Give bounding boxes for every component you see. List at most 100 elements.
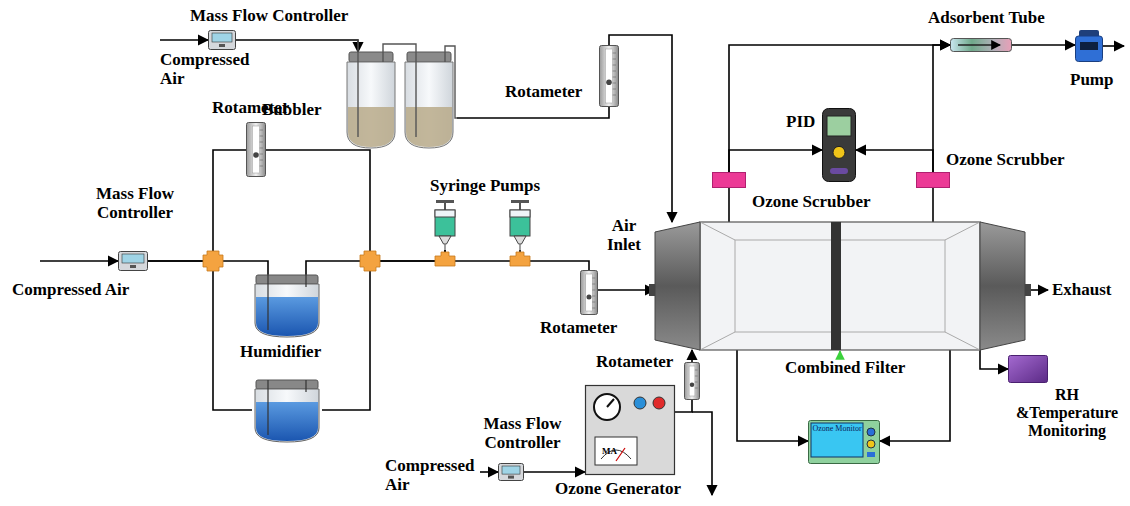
drawing-part xyxy=(833,146,845,158)
drawing-part xyxy=(689,366,695,396)
drawing-part xyxy=(616,448,625,461)
rh-icon xyxy=(1008,355,1048,383)
drawing-part xyxy=(260,142,263,143)
label-text: Rotameter xyxy=(596,352,673,371)
mass-flow-controller: Mass Flow Controller xyxy=(208,30,236,50)
drawing-part xyxy=(406,107,452,147)
label-text: Ozone Scrubber xyxy=(946,150,1065,169)
fittings xyxy=(203,251,530,271)
drawing-part xyxy=(713,173,746,188)
rotameter: Rotameter xyxy=(599,45,619,107)
syringe-pumps: Syringe Pumps xyxy=(430,200,540,250)
humidifier-bypass-line xyxy=(213,261,252,410)
rota-icon xyxy=(684,362,700,400)
mass-flow-controller: Mass Flow Controller xyxy=(118,251,148,271)
drawing-part xyxy=(435,210,455,217)
flow-line xyxy=(1012,44,1075,46)
drawing-part xyxy=(613,77,616,78)
cross-fitting xyxy=(360,251,380,271)
syr-icon xyxy=(430,200,540,250)
drawing-part xyxy=(600,46,619,107)
drawing-part xyxy=(655,222,700,350)
label-text: Mass Flow Controller xyxy=(190,6,348,25)
drawing-part xyxy=(260,160,263,161)
drawing-part xyxy=(595,437,637,465)
drawing-part xyxy=(405,62,453,148)
drawing-part xyxy=(823,109,856,182)
drawing-part xyxy=(613,65,616,66)
flow-line xyxy=(236,40,358,52)
drawing-part xyxy=(830,168,848,174)
drawing-part xyxy=(519,203,521,210)
flow-line xyxy=(980,350,1008,369)
drawing-part xyxy=(592,284,595,285)
drawing-part xyxy=(613,59,616,60)
label-text: Mass Flow Controller xyxy=(70,184,200,222)
drawing-part xyxy=(444,203,446,210)
drawing-part xyxy=(695,376,698,377)
bubbler-icon xyxy=(345,52,457,150)
label-text: Compressed Air xyxy=(12,280,129,299)
air-feed-arrow xyxy=(480,471,498,473)
label-text: Air Inlet xyxy=(603,216,645,254)
tee-fitting xyxy=(435,252,455,266)
label-text: Pump xyxy=(1070,70,1113,89)
drawing-part xyxy=(613,89,616,90)
drawing-part xyxy=(594,394,620,420)
pid-icon xyxy=(822,108,856,182)
flow-line xyxy=(524,471,585,473)
ozone-monitor: Ozone Monitor xyxy=(808,420,880,464)
connectors xyxy=(148,35,1075,472)
drawing-part xyxy=(695,382,698,383)
label-text: Compressed Air xyxy=(160,50,255,88)
flow-line xyxy=(266,150,445,261)
ozone-vent-arrow xyxy=(692,412,712,495)
pump-icon xyxy=(1075,30,1103,62)
drawing-part xyxy=(809,421,880,464)
drawing-part xyxy=(592,278,595,279)
layout-lines xyxy=(40,40,1124,495)
ozgen-icon xyxy=(585,385,675,475)
test-chamber: Combined Filter xyxy=(655,222,1025,350)
drawing-part xyxy=(502,466,520,474)
label-text: Humidifier xyxy=(240,342,321,361)
rota-icon xyxy=(580,270,598,315)
label-text: Ozone Monitor xyxy=(812,425,862,434)
label-text: Rotameter xyxy=(540,318,617,337)
drawing-part xyxy=(592,290,595,291)
flow-line xyxy=(675,400,692,412)
drawing-part xyxy=(256,297,318,336)
drawing-part xyxy=(634,397,646,409)
drawing-part xyxy=(510,210,530,236)
syringe-line xyxy=(445,260,520,262)
drawing-part xyxy=(917,173,950,188)
rotameter: Rotameter xyxy=(580,270,598,315)
tee-fitting xyxy=(510,252,530,266)
filter-leader xyxy=(839,351,841,357)
drawing-part xyxy=(348,107,394,147)
drawing-part xyxy=(305,275,306,287)
label-text: Ozone Scrubber xyxy=(752,192,871,211)
drawing-part xyxy=(613,53,616,54)
drawing-part xyxy=(256,275,318,284)
drawing-part xyxy=(867,440,875,448)
flow-line xyxy=(457,107,609,118)
drawing-part xyxy=(605,49,612,103)
drawing-part xyxy=(212,33,232,42)
tube-icon xyxy=(950,38,1012,52)
drawing-part xyxy=(119,252,148,271)
drawing-part xyxy=(260,130,263,131)
flow-line xyxy=(691,350,693,362)
humidifier: Humidifier xyxy=(252,275,322,337)
drawing-part xyxy=(511,200,529,203)
drawing-part xyxy=(436,200,454,203)
flow-line xyxy=(729,150,822,172)
rotameter: Rotameter xyxy=(684,362,700,400)
adsorbent-tube: Adsorbent Tube xyxy=(950,38,1012,52)
flow-line xyxy=(306,250,445,275)
mfc-icon xyxy=(208,30,236,50)
drawing-part xyxy=(510,210,530,217)
drawing-part xyxy=(1076,36,1103,62)
drawing-part xyxy=(357,40,358,137)
drawing-part xyxy=(613,95,616,96)
